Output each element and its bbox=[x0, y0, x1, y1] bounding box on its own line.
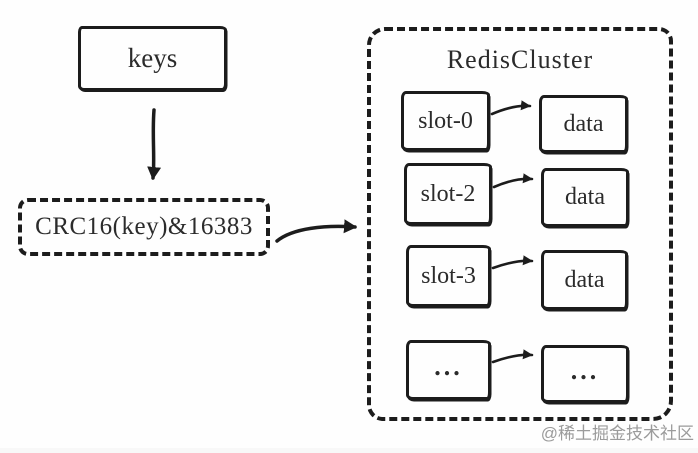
data-label: data bbox=[563, 110, 604, 137]
cluster-title: RedisCluster bbox=[446, 45, 594, 74]
hash-node: CRC16(key)&16383 bbox=[18, 198, 270, 256]
slot-label: slot-0 bbox=[418, 107, 473, 134]
slot-node: slot-0 bbox=[401, 91, 490, 151]
redis-cluster-container bbox=[367, 27, 673, 421]
hash-to-cluster-arrow bbox=[275, 219, 357, 243]
keys-node: keys bbox=[78, 26, 227, 91]
slot-label: slot-3 bbox=[421, 262, 476, 289]
data-node: ... bbox=[541, 345, 629, 403]
data-label: data bbox=[564, 266, 605, 293]
slot-node: ... bbox=[406, 340, 491, 400]
slot-label: ... bbox=[434, 352, 463, 381]
data-label: ... bbox=[570, 356, 600, 385]
watermark: @稀土掘金技术社区 bbox=[540, 424, 694, 443]
data-label: data bbox=[565, 184, 605, 210]
data-node: data bbox=[539, 95, 628, 153]
data-node: data bbox=[541, 250, 628, 310]
bottom-strip bbox=[0, 448, 698, 453]
hash-label: CRC16(key)&16383 bbox=[35, 213, 253, 240]
data-node: data bbox=[541, 168, 629, 227]
slot-node: slot-3 bbox=[406, 245, 491, 307]
slot-node: slot-2 bbox=[404, 163, 492, 225]
slot-label: slot-2 bbox=[420, 180, 476, 207]
keys-to-hash-arrow bbox=[147, 108, 162, 180]
keys-label: keys bbox=[127, 43, 178, 73]
